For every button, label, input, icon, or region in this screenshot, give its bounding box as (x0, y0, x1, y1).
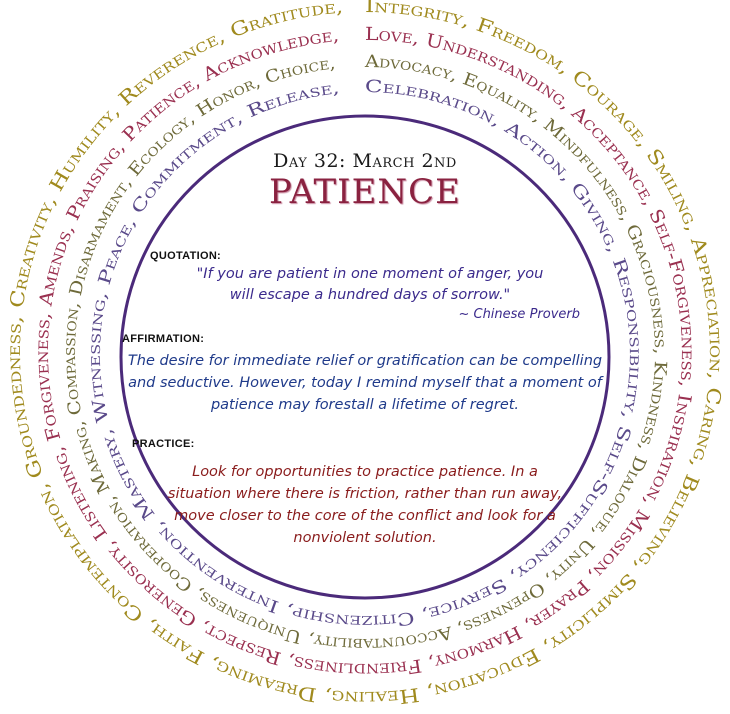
day-heading: Day 32: March 2nd (273, 150, 457, 172)
affirmation-label: AFFIRMATION: (122, 333, 205, 345)
center-circle (119, 114, 611, 600)
practice-label: PRACTICE: (132, 438, 195, 450)
quotation-author: ~ Chinese Proverb (458, 307, 580, 322)
virtue-title: PATIENCE (269, 172, 461, 212)
affirmation-text: The desire for immediate relief or grati… (127, 353, 603, 413)
quotation-text: "If you are patient in one moment of ang… (196, 266, 544, 303)
practice-text: Look for opportunities to practice patie… (167, 464, 563, 546)
quotation-label: QUOTATION: (150, 250, 222, 262)
